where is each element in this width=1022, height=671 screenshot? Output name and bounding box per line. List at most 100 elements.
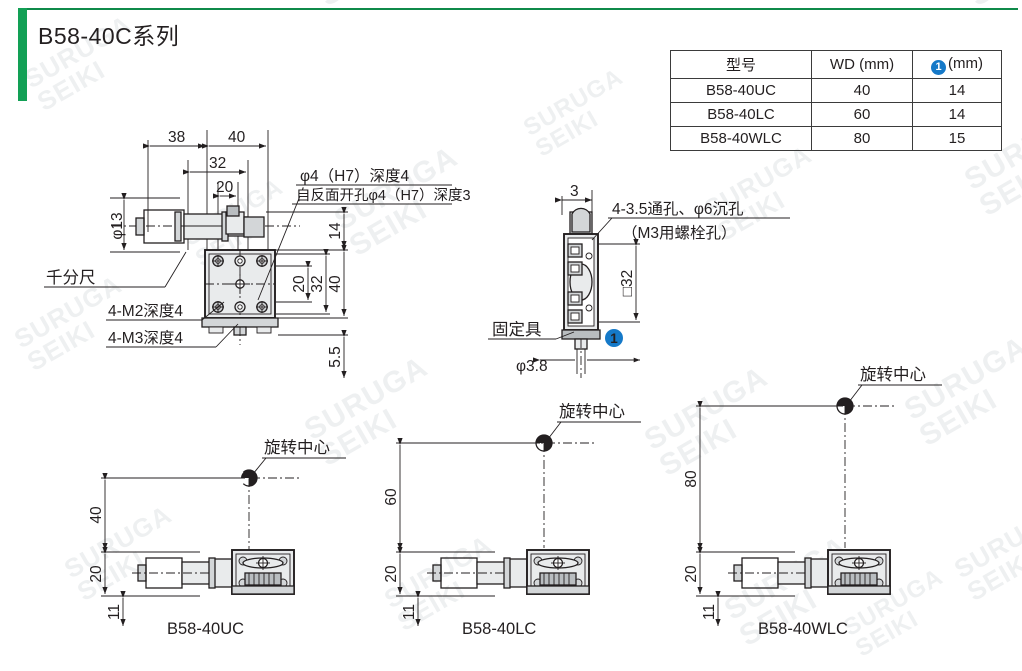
main-top-view: 38 40 32 20 φ13: [44, 129, 471, 378]
tap-note-m3: 4-M3深度4: [108, 329, 183, 347]
spec-table: 型号 WD (mm) 1(mm) B58-40UC 40 14 B58-40LC…: [670, 50, 1002, 151]
view-title-1: B58-40UC: [167, 620, 244, 638]
dim-label-11-view3: 11: [701, 604, 718, 620]
dim-label-20-view3: 20: [683, 565, 700, 583]
col-header-model: 型号: [670, 50, 812, 79]
cell-wd: 80: [811, 126, 913, 151]
rotation-center-marker-1: [200, 457, 346, 560]
dim-label-40-top: 40: [228, 129, 246, 146]
dim-label-20-top: 20: [216, 179, 234, 196]
col-header-one: 1(mm): [912, 50, 1002, 79]
page-title: B58-40C系列: [38, 23, 180, 49]
stage-assembly-2: [427, 549, 590, 595]
tap-note-m2: 4-M2深度4: [108, 302, 183, 320]
bottom-view-lc: 旋转中心 60 20 11: [383, 402, 641, 638]
stage-assembly-3: [728, 549, 891, 595]
micrometer-label-leader: [44, 251, 187, 288]
blue-one-badge-icon: 1: [931, 59, 946, 75]
cell-model: B58-40WLC: [670, 126, 812, 151]
marker-one-label: 1: [610, 331, 618, 346]
dim-label-20-view1: 20: [88, 565, 105, 583]
right-witness-lines: [266, 211, 348, 336]
view-title-2: B58-40LC: [462, 620, 536, 638]
dimension-11-view2: 11: [401, 590, 421, 626]
col-header-wd: WD (mm): [811, 50, 913, 79]
dim-label-32-right: 32: [309, 275, 326, 292]
cell-wd: 60: [811, 102, 913, 127]
hole-note-line1: φ4（H7）深度4: [300, 167, 409, 185]
dimension-phi38: φ3.8: [516, 357, 640, 375]
cell-model: B58-40LC: [670, 102, 812, 127]
dim-label-wd-view2: 60: [383, 488, 400, 506]
header-rule: [18, 8, 1018, 10]
stage-body: [225, 205, 265, 238]
rotation-center-marker-2: [495, 421, 641, 548]
dimension-20-top: 20: [212, 179, 236, 199]
counterbore-note-line1: 4-3.5通孔、φ6沉孔: [612, 200, 744, 218]
fixture-label: 固定具: [492, 320, 542, 339]
dimension-40-right: 40: [327, 244, 347, 316]
dimension-32-right: 32: [309, 248, 329, 312]
dimension-phi13: φ13: [109, 192, 127, 250]
dimension-11-view3: 11: [701, 590, 721, 626]
dimension-20-right: 20: [291, 260, 311, 300]
side-view: 3: [488, 183, 790, 378]
witness-lines-3: [696, 405, 841, 597]
dim-label-phi38: φ3.8: [516, 358, 548, 375]
cell-one: 15: [912, 126, 1002, 151]
rotation-center-label-2: 旋转中心: [559, 402, 625, 421]
dim-label-20-view2: 20: [383, 565, 400, 583]
dimension-60-view2: 60: [383, 437, 403, 550]
dimension-20-view3: 20: [683, 546, 703, 594]
witness-lines-2: [396, 442, 540, 597]
tap-note-leaders: [106, 301, 239, 348]
dimension-14-right: 14: [327, 206, 347, 248]
rotation-center-marker-3: [795, 384, 942, 548]
dim-label-11-view1: 11: [106, 604, 123, 620]
hole-note-leader: [257, 184, 452, 301]
view-title-3: B58-40WLC: [758, 620, 848, 638]
dim-label-38: 38: [168, 129, 185, 146]
dimension-20-view2: 20: [383, 546, 403, 594]
table-row: B58-40WLC 80 15: [670, 126, 1002, 151]
dimension-55-right: 5.5: [327, 329, 347, 378]
table-row: B58-40UC 40 14: [670, 78, 1002, 103]
stage-plate-top-view: [201, 249, 279, 345]
fixture-label-leader: [488, 331, 575, 340]
dim-label-3: 3: [570, 183, 579, 200]
accent-bar: [18, 8, 27, 101]
dimension-square32: □32: [598, 238, 640, 323]
cell-model: B58-40UC: [670, 78, 812, 103]
rotation-center-label-1: 旋转中心: [264, 438, 330, 457]
dimension-80-view3: 80: [683, 400, 703, 550]
dimension-40-view1: 40: [88, 472, 108, 550]
witness-lines-1: [101, 477, 245, 597]
precision-holes: [230, 255, 250, 313]
hole-note-line2: 自反面开孔φ4（H7）深度3: [296, 187, 471, 204]
micrometer-label: 千分尺: [46, 268, 96, 287]
table-header-row: 型号 WD (mm) 1(mm): [670, 50, 1002, 79]
dimension-11-view1: 11: [106, 590, 126, 626]
bottom-view-ucm: 旋转中心 40 20 11: [88, 438, 346, 638]
dim-label-32-top: 32: [209, 155, 226, 172]
dim-label-wd-view1: 40: [88, 506, 105, 524]
dimension-20-view1: 20: [88, 546, 108, 594]
dim-label-40-right: 40: [327, 275, 344, 293]
stage-assembly-1: [132, 549, 295, 595]
dim-label-14-right: 14: [327, 222, 344, 240]
dim-label-20-right: 20: [291, 275, 308, 293]
cell-one: 14: [912, 78, 1002, 103]
counterbore-note-line2: （M3用螺栓孔）: [622, 224, 737, 242]
dimension-40-top: 40: [201, 129, 266, 149]
counterbore-note-leader: [591, 217, 790, 241]
col-header-one-unit: (mm): [948, 54, 983, 72]
bottom-view-wlc: 旋转中心 80 20 11: [683, 365, 942, 638]
dimension-32-top: 32: [182, 155, 246, 175]
cell-wd: 40: [811, 78, 913, 103]
marker-one-badge: 1: [605, 329, 623, 347]
table-row: B58-40LC 60 14: [670, 102, 1002, 127]
dim-label-55-right: 5.5: [327, 346, 344, 368]
dim-label-square32: □32: [619, 270, 636, 297]
